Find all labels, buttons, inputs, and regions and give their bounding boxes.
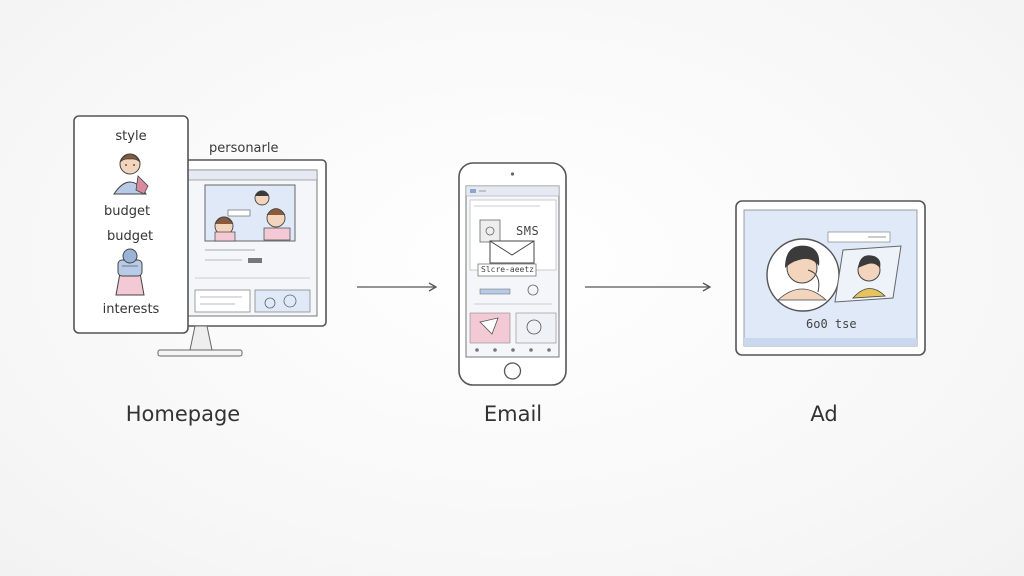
profile-label-style: style xyxy=(115,129,147,144)
profile-label-budget: budget xyxy=(103,204,151,219)
hero-people-illustration xyxy=(214,190,291,242)
email-scribble-text: Slcre-aeetz xyxy=(481,265,534,274)
monitor-label: personarle xyxy=(209,141,279,156)
ad-text: 6o0 tse xyxy=(806,317,857,331)
profile-label-interests: interests xyxy=(102,302,160,317)
profile-label-budget-secondary: budget xyxy=(106,229,154,244)
ad-photo-main xyxy=(766,238,840,312)
profile-card xyxy=(73,115,189,334)
flow-arrow-1 xyxy=(357,282,438,292)
caption-email: Email xyxy=(483,402,543,426)
ad-tablet xyxy=(735,200,926,356)
desktop-monitor xyxy=(149,159,327,357)
person-style-icon xyxy=(113,153,149,195)
caption-homepage: Homepage xyxy=(125,402,241,426)
envelope-icon xyxy=(489,240,535,264)
email-sms-label: SMS xyxy=(516,224,540,238)
person-budget-icon xyxy=(115,248,145,296)
caption-ad: Ad xyxy=(810,402,838,426)
flow-arrow-2 xyxy=(585,282,712,292)
ad-photo-secondary xyxy=(834,245,902,303)
smartphone xyxy=(458,162,567,386)
